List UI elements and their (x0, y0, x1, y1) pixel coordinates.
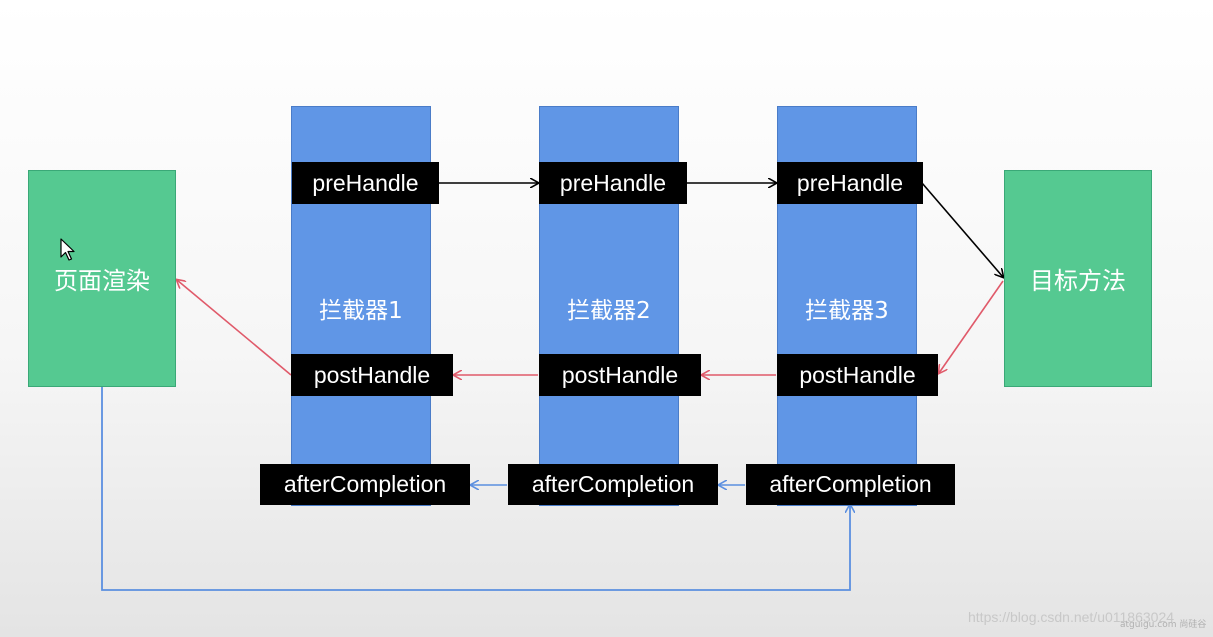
interceptor-2-label: 拦截器2 (567, 298, 651, 324)
watermark-small: atguigu.com 尚硅谷 (1120, 620, 1207, 630)
interceptor-3-label: 拦截器3 (805, 298, 889, 324)
aftercompletion-tag-2: afterCompletion (508, 464, 718, 505)
after-arrow-render-3 (101, 387, 850, 591)
prehandle-tag-2: preHandle (539, 162, 687, 204)
target-method-box: 目标方法 (1004, 170, 1152, 387)
posthandle-tag-2: postHandle (539, 354, 701, 396)
target-method-label: 目标方法 (1030, 267, 1126, 295)
prehandle-tag-1: preHandle (292, 162, 439, 204)
posthandle-tag-1: postHandle (291, 354, 453, 396)
posthandle-tag-3: postHandle (777, 354, 938, 396)
post-arrow-1-render (177, 280, 292, 376)
post-arrow-target-3 (939, 280, 1004, 373)
mouse-cursor-icon (60, 238, 75, 261)
aftercompletion-tag-3: afterCompletion (746, 464, 955, 505)
page-render-label: 页面渲染 (54, 267, 150, 295)
aftercompletion-tag-1: afterCompletion (260, 464, 470, 505)
watermark-url: https://blog.csdn.net/u011863024 (968, 609, 1175, 625)
pre-arrow-3-target (921, 182, 1003, 277)
interceptor-1-label: 拦截器1 (319, 298, 403, 324)
prehandle-tag-3: preHandle (777, 162, 923, 204)
page-render-box: 页面渲染 (28, 170, 176, 387)
